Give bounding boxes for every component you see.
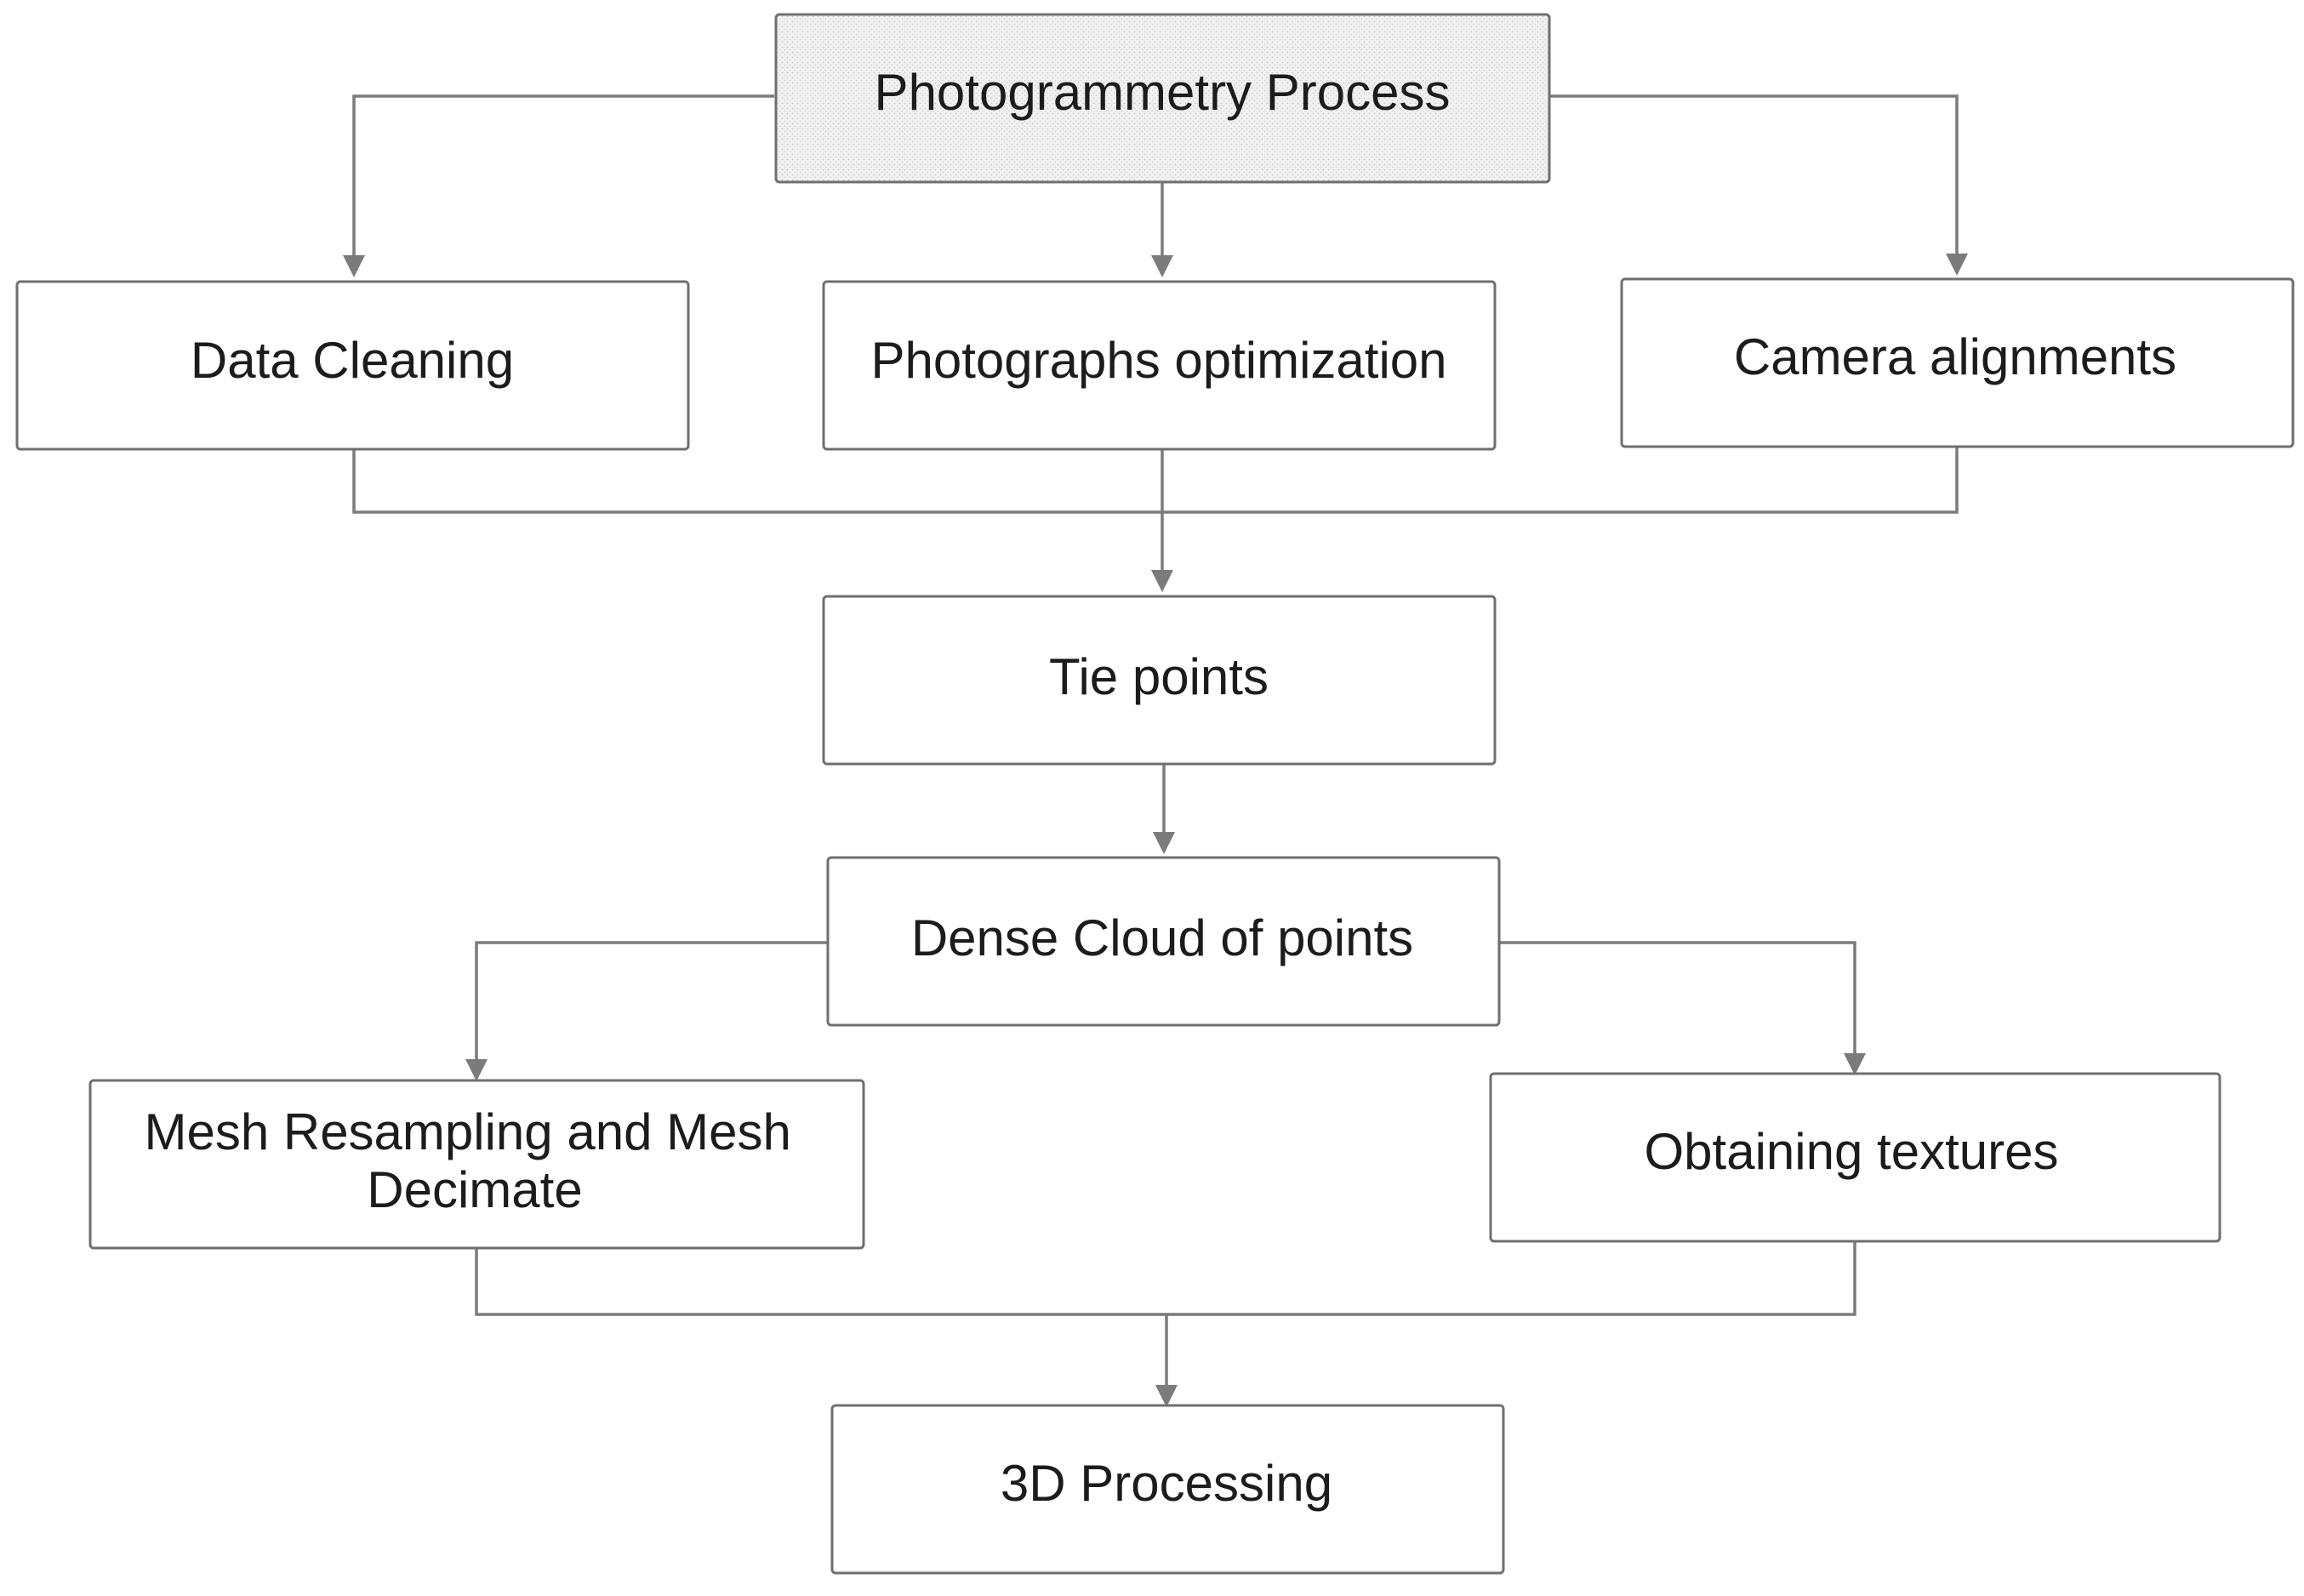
node-label-line: Decimate	[367, 1161, 582, 1218]
node-label-line: Dense Cloud of points	[911, 909, 1413, 966]
node-data-cleaning: Data Cleaning	[15, 280, 690, 451]
connector-root-to-data-cleaning	[352, 94, 774, 255]
node-box	[830, 1404, 1505, 1575]
node-label: Photogrammetry Process	[875, 64, 1451, 121]
connector-root-to-camera-alignments	[1549, 94, 1959, 254]
node-label: Photographs optimization	[870, 332, 1446, 389]
connector-dense-cloud-to-mesh	[475, 941, 828, 1059]
arrowhead-tie-points	[1151, 570, 1173, 592]
node-box	[88, 1079, 865, 1250]
node-box	[822, 280, 1497, 451]
arrowhead-camera-alignments	[1946, 254, 1968, 276]
node-label: Camera alignments	[1734, 328, 2176, 385]
node-photogrammetry-process: Photogrammetry Process	[774, 13, 1551, 184]
node-box	[15, 280, 690, 451]
connector-mesh-merge	[475, 1248, 1166, 1316]
arrowheads	[343, 254, 1968, 1407]
node-label: Obtaining textures	[1645, 1123, 2059, 1180]
arrowhead-3d-processing	[1155, 1385, 1178, 1407]
node-label-line: Obtaining textures	[1645, 1123, 2059, 1180]
node-label-line: Photographs optimization	[870, 332, 1446, 389]
node-camera-alignments: Camera alignments	[1620, 277, 2295, 448]
node-tie-points: Tie points	[822, 595, 1497, 766]
connector-data-cleaning-merge	[352, 449, 1162, 514]
node-label: 3D Processing	[1001, 1455, 1332, 1512]
node-box	[826, 856, 1501, 1027]
node-label-line: Photogrammetry Process	[875, 64, 1451, 121]
node-dense-cloud: Dense Cloud of points	[826, 856, 1501, 1027]
arrowhead-dense-cloud	[1153, 832, 1175, 854]
arrowhead-photographs-optimization	[1151, 255, 1173, 277]
arrowhead-textures	[1844, 1053, 1866, 1075]
node-label-line: Camera alignments	[1734, 328, 2176, 385]
node-box	[822, 595, 1497, 766]
node-box	[1620, 277, 2295, 448]
node-photographs-optimization: Photographs optimization	[822, 280, 1497, 451]
node-box	[774, 13, 1551, 184]
node-label-line: 3D Processing	[1001, 1455, 1332, 1512]
arrowhead-mesh	[465, 1059, 488, 1081]
node-label: Mesh Resampling and Mesh Decimate	[144, 1103, 805, 1218]
connector-textures-merge	[1166, 1241, 1856, 1316]
node-obtaining-textures: Obtaining textures	[1489, 1072, 2221, 1243]
connector-camera-alignments-merge	[1162, 447, 1959, 514]
connectors	[352, 94, 1959, 1385]
node-label: Dense Cloud of points	[911, 909, 1413, 966]
node-3d-processing: 3D Processing	[830, 1404, 1505, 1575]
node-label-line: Data Cleaning	[191, 332, 514, 389]
node-label-line: Tie points	[1049, 648, 1269, 705]
connector-dense-cloud-to-textures	[1499, 941, 1856, 1053]
node-mesh-resampling: Mesh Resampling and Mesh Decimate	[88, 1079, 865, 1250]
node-label: Data Cleaning	[191, 332, 514, 389]
node-label: Tie points	[1049, 648, 1269, 705]
arrowhead-data-cleaning	[343, 255, 365, 277]
node-box	[1489, 1072, 2221, 1243]
node-label-line: Mesh Resampling and Mesh	[144, 1103, 790, 1160]
